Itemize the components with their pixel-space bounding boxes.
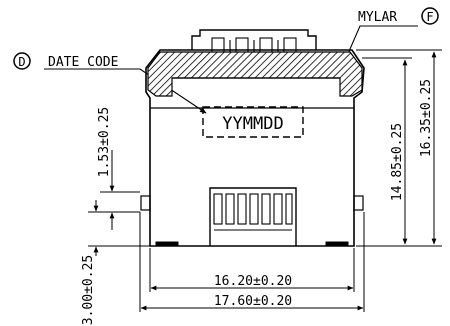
date-code-callout: D DATE CODE <box>13 52 207 114</box>
outer-shell <box>145 49 365 247</box>
left-foot <box>155 241 179 247</box>
mylar-band <box>147 51 363 97</box>
date-code-label: DATE CODE <box>48 55 118 70</box>
date-code-marking: YYMMDD <box>202 106 304 138</box>
dim-label-300: 3.00±0.25 <box>81 255 96 325</box>
mylar-symbol-circle <box>421 7 439 25</box>
right-side-tab <box>353 195 364 211</box>
date-code-leader <box>44 68 207 114</box>
marking-text: YYMMDD <box>222 114 283 134</box>
marking-box <box>202 106 304 138</box>
date-code-symbol-circle <box>13 52 31 70</box>
dim-label-1620: 16.20±0.20 <box>214 274 292 289</box>
bottom-latch <box>209 187 297 246</box>
mylar-symbol: F <box>426 10 433 24</box>
bottom-contacts <box>213 193 293 231</box>
top-header <box>191 29 317 50</box>
right-foot <box>325 241 349 247</box>
dim-label-1760: 17.60±0.20 <box>214 294 292 309</box>
date-code-symbol: D <box>18 55 25 69</box>
connector-body <box>140 29 365 247</box>
bottom-dimensions <box>139 212 365 312</box>
dim-label-153: 1.53±0.25 <box>97 107 112 177</box>
dim-label-1635: 16.35±0.25 <box>419 79 434 157</box>
mylar-label: MYLAR <box>358 10 397 25</box>
right-dimensions <box>356 49 442 247</box>
left-side-tab <box>140 195 151 211</box>
dim-label-1485: 14.85±0.25 <box>390 123 405 201</box>
